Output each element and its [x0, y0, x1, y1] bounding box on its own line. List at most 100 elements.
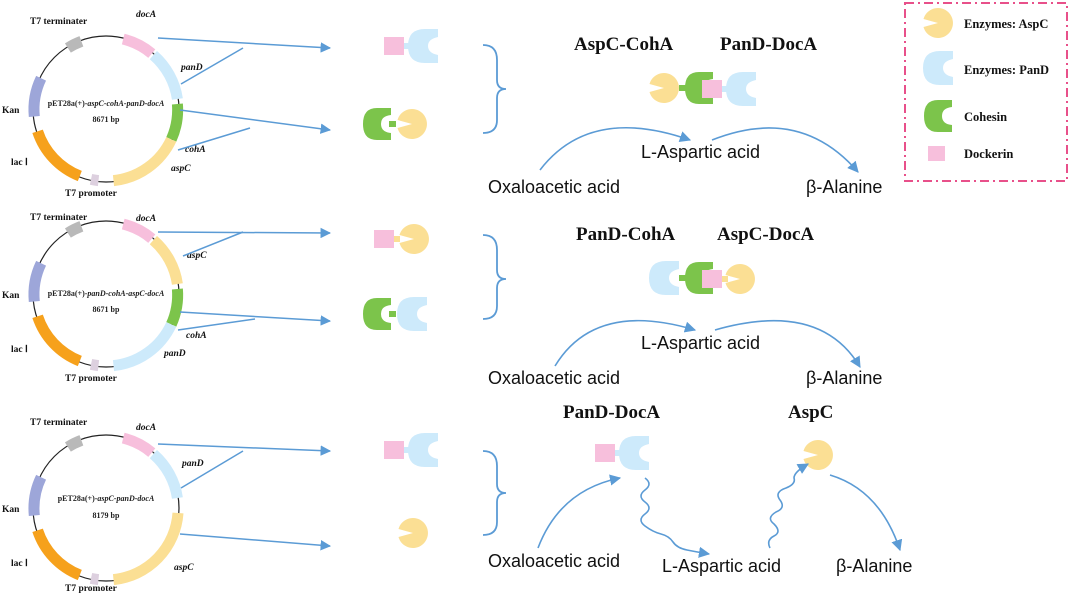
gene-label-cohA: cohA — [185, 145, 206, 155]
cohA-segment — [166, 103, 184, 142]
legend-border — [904, 2, 1068, 182]
legend-cohesin: Cohesin — [964, 110, 1007, 124]
gene-label-panD: panD — [180, 63, 203, 73]
plasmid-name: pET28a(+)-aspC-panD-docA — [58, 494, 155, 503]
dockerin-icon — [384, 37, 404, 55]
pand-enzyme-icon — [619, 436, 649, 470]
t7-terminator-label: T7 terminater — [30, 418, 88, 428]
aspC-segment — [149, 235, 183, 285]
cohA-segment — [166, 288, 184, 327]
substrate-label: Oxaloacetic acid — [488, 368, 620, 388]
pand-enzyme-icon — [408, 433, 438, 467]
pand-enzyme-icon — [408, 29, 438, 63]
docA-segment — [121, 33, 156, 58]
plasmid-size: 8671 bp — [93, 305, 120, 314]
protein-pand-coha — [363, 297, 427, 331]
product-label: β-Alanine — [806, 177, 882, 197]
plasmid-size: 8671 bp — [93, 115, 120, 124]
aspc-enzyme-icon — [398, 518, 428, 548]
gene-label-docA: docA — [136, 214, 156, 224]
gene-label-panD: panD — [163, 349, 186, 359]
lac-label: lac Ⅰ — [11, 558, 28, 569]
gene-label-aspC: aspC — [174, 563, 194, 573]
product-label: β-Alanine — [836, 556, 912, 576]
kan-label: Kan — [2, 291, 20, 301]
legend-pand: Enzymes: PanD — [964, 63, 1049, 77]
t7-promoter-label: T7 promoter — [65, 374, 118, 384]
gene-label-cohA: cohA — [186, 331, 207, 341]
aspc-enzyme-icon — [399, 224, 429, 254]
kan-segment — [28, 260, 47, 303]
intermediate-label: L-Aspartic acid — [641, 333, 760, 353]
t7-promoter-segment — [89, 359, 100, 372]
pand-enzyme-icon — [726, 72, 756, 106]
dockerin-icon — [595, 444, 615, 462]
t7-promoter-label: T7 promoter — [65, 584, 118, 594]
free-enzymes-3: PanD-DocA AspC — [563, 402, 833, 470]
lacI-segment — [32, 314, 82, 367]
lac-label: lac Ⅰ — [11, 157, 28, 168]
complex-label: AspC-CohA — [574, 34, 674, 55]
complex-label: AspC — [788, 402, 833, 423]
aspc-enzyme-icon — [725, 264, 755, 294]
gene-label-panD: panD — [181, 459, 204, 469]
intermediate-label: L-Aspartic acid — [662, 556, 781, 576]
complex-label: PanD-CohA — [576, 224, 676, 245]
lacI-segment — [32, 528, 82, 581]
expression-arrows-3 — [157, 443, 332, 551]
complex-label: PanD-DocA — [563, 402, 660, 423]
gene-label-docA: docA — [136, 423, 156, 433]
legend-aspc: Enzymes: AspC — [964, 17, 1048, 31]
cohesin-icon — [363, 108, 391, 140]
kan-segment — [28, 75, 47, 118]
plasmid-name: pET28a(+)-aspC-cohA-panD-docA — [48, 99, 165, 108]
assembly-braces — [482, 44, 507, 536]
pand-enzyme-icon — [649, 261, 679, 295]
complex-label: AspC-DocA — [717, 224, 814, 245]
plasmid-map-2: T7 terminater Kan lac Ⅰ T7 promoter docA… — [2, 213, 207, 384]
docA-segment — [121, 218, 156, 243]
kan-label: Kan — [2, 106, 20, 116]
expression-arrows-2 — [157, 227, 332, 331]
aspC-segment — [112, 136, 177, 187]
plasmid-name: pET28a(+)-panD-cohA-aspC-docA — [48, 289, 165, 298]
intermediate-label: L-Aspartic acid — [641, 142, 760, 162]
lac-label: lac Ⅰ — [11, 344, 28, 355]
dockerin-icon — [374, 230, 394, 248]
t7-terminator-label: T7 terminater — [30, 213, 88, 223]
gene-label-docA: docA — [136, 10, 156, 20]
t7-terminator-segment — [64, 221, 84, 238]
kan-segment — [28, 474, 47, 517]
dockerin-icon — [702, 80, 722, 98]
protein-aspc-doca — [374, 224, 429, 254]
docA-segment — [121, 432, 156, 457]
reaction-arrows-2 — [554, 319, 861, 368]
reaction-arrows-1 — [539, 126, 859, 173]
lacI-segment — [32, 129, 82, 182]
cascade-complex-1: AspC-CohA PanD-DocA — [574, 34, 817, 106]
aspc-enzyme-icon — [397, 109, 427, 139]
protein-pand-doca — [384, 433, 438, 467]
t7-terminator-segment — [64, 435, 84, 452]
dockerin-icon — [702, 270, 722, 288]
aspc-enzyme-icon — [649, 73, 679, 103]
cascade-complex-2: PanD-CohA AspC-DocA — [576, 224, 814, 295]
reaction-arrows-3 — [537, 463, 903, 558]
plasmid-map-3: T7 terminater Kan lac Ⅰ T7 promoter docA… — [2, 418, 204, 594]
panD-segment — [149, 449, 183, 499]
t7-terminator-label: T7 terminater — [30, 17, 88, 27]
panD-segment — [112, 321, 177, 372]
t7-promoter-label: T7 promoter — [65, 189, 118, 199]
substrate-label: Oxaloacetic acid — [488, 177, 620, 197]
gene-label-aspC: aspC — [171, 164, 191, 174]
plasmid-map-1: T7 terminater Kan lac Ⅰ T7 promoter docA… — [2, 10, 206, 199]
pand-enzyme-icon — [397, 297, 427, 331]
complex-label: PanD-DocA — [720, 34, 817, 55]
aspc-enzyme-icon — [923, 7, 953, 38]
dockerin-icon — [928, 146, 945, 161]
cohesin-icon — [924, 100, 952, 132]
protein-pand-doca — [384, 29, 438, 63]
t7-promoter-segment — [89, 174, 100, 187]
substrate-label: Oxaloacetic acid — [488, 551, 620, 571]
gene-label-aspC: aspC — [187, 251, 207, 261]
